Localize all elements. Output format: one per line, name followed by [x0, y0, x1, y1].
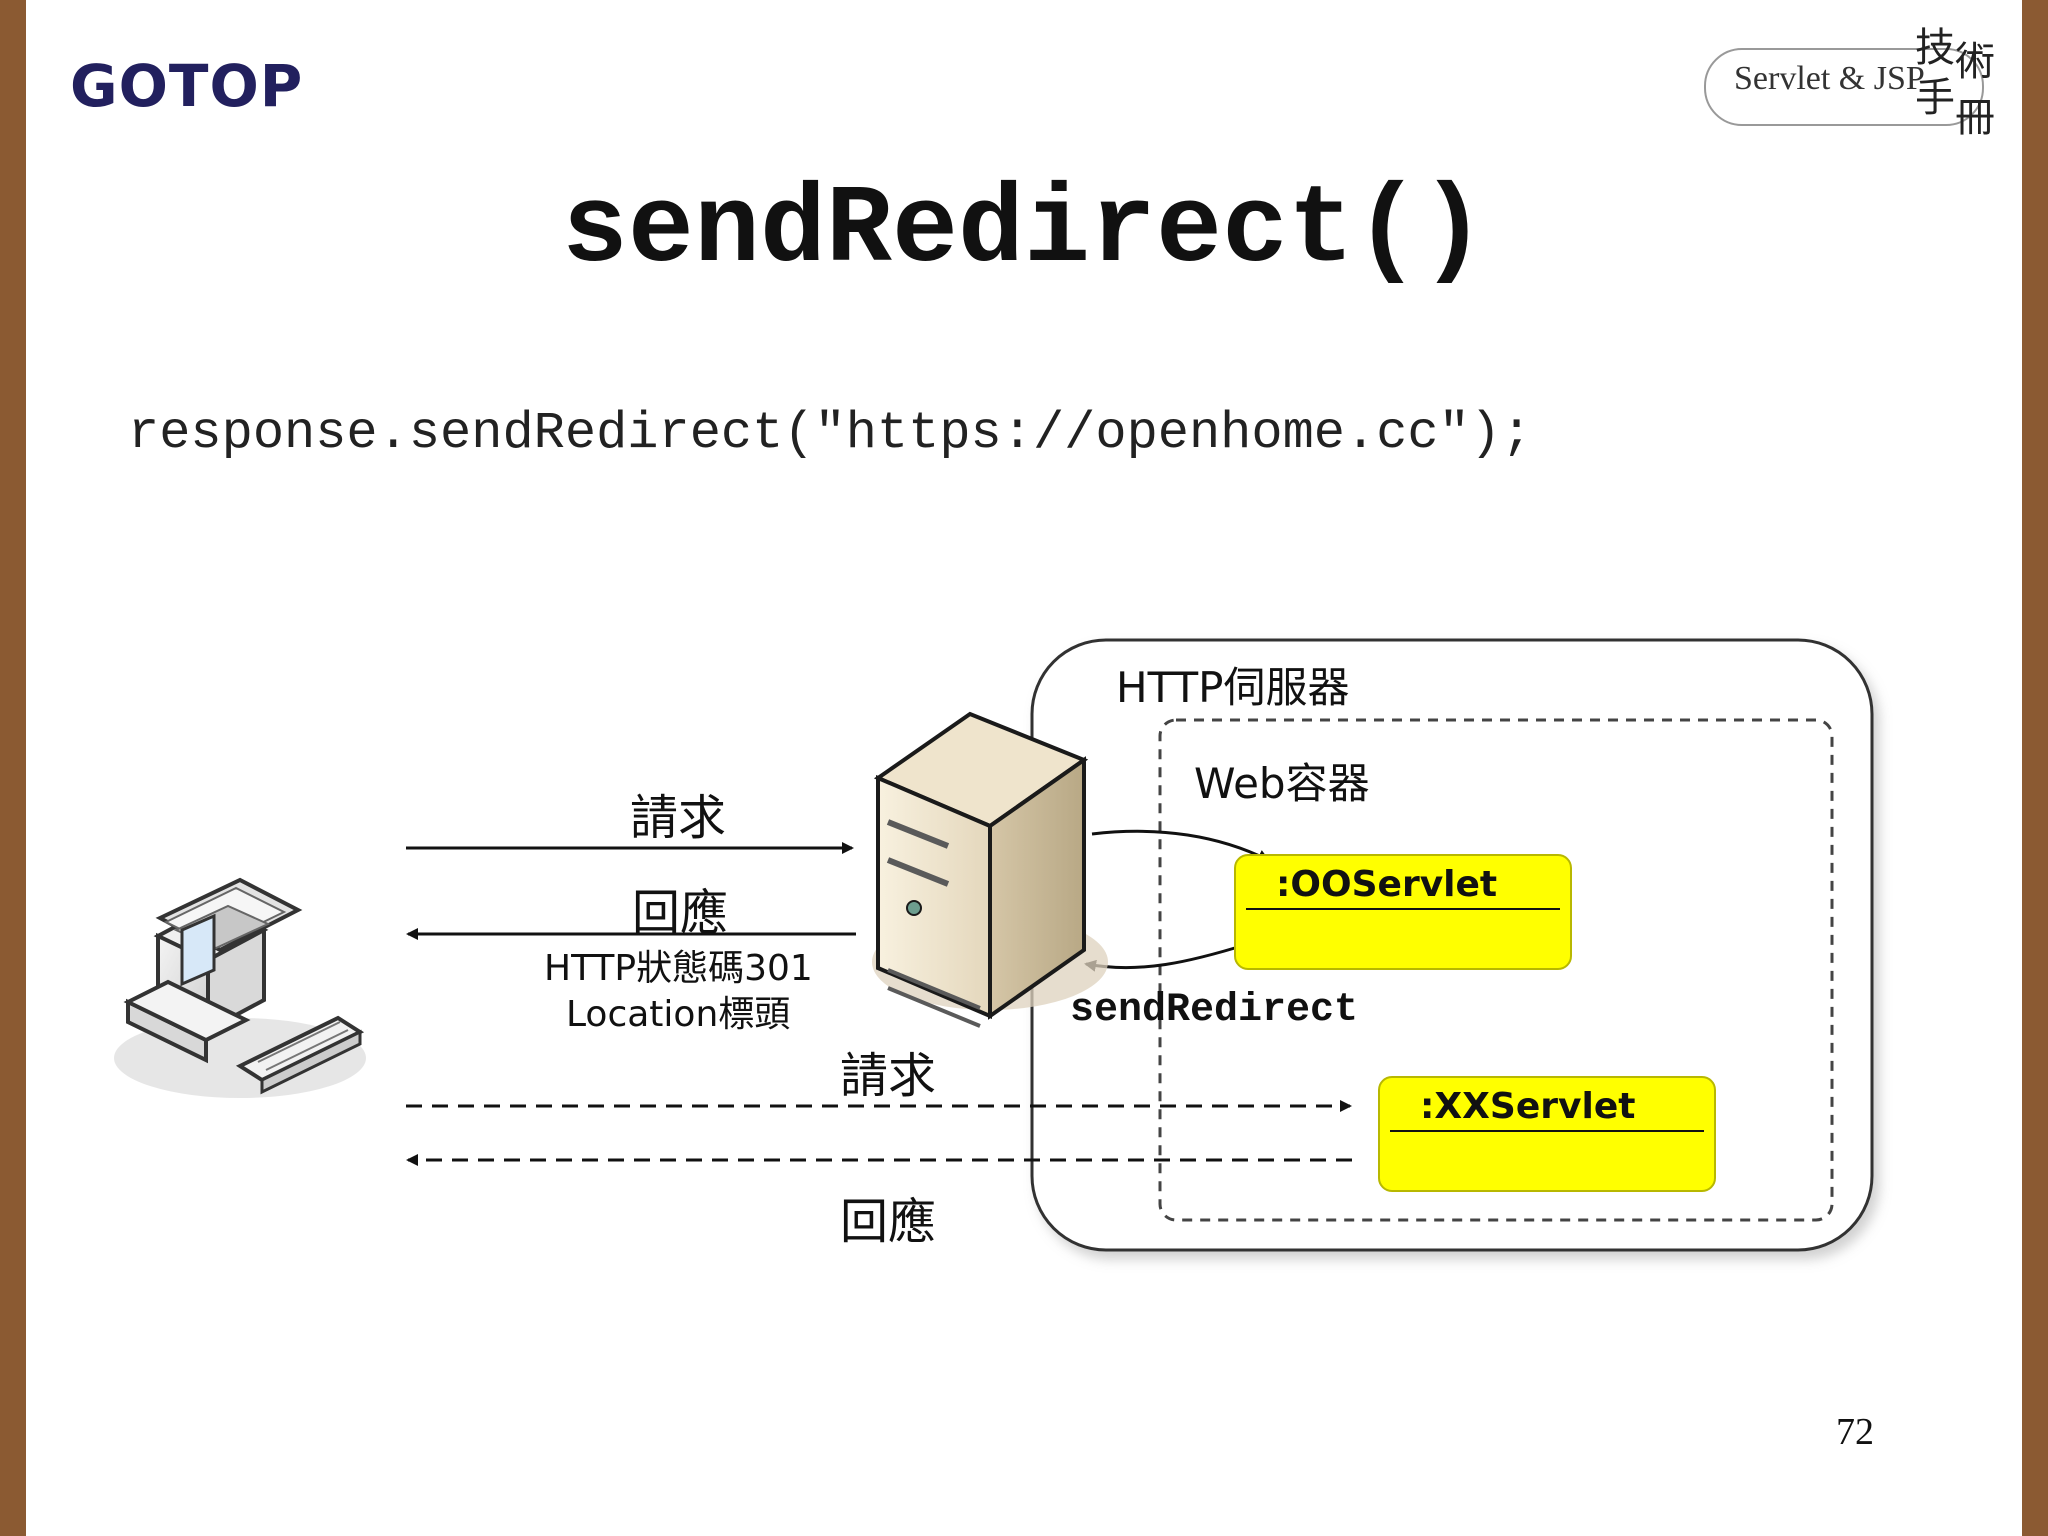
send-redirect-label: sendRedirect: [1070, 988, 1359, 1033]
page-number: 72: [1836, 1411, 1874, 1453]
book-badge: Servlet & JSP: [1704, 48, 1984, 126]
server-icon: [872, 711, 1108, 1028]
gotop-logo: GOTOP: [70, 52, 304, 120]
request-label-1: 請求: [630, 790, 727, 846]
status-label: HTTP狀態碼301: [544, 948, 813, 989]
location-label: Location標頭: [566, 994, 791, 1035]
book-glyph-4: 冊: [1955, 95, 1995, 141]
code-line: response.sendRedirect("https://openhome.…: [128, 404, 1533, 463]
oo-servlet-separator: [1246, 908, 1560, 910]
http-server-label: HTTP伺服器: [1116, 663, 1350, 712]
left-frame-bar: [0, 0, 26, 1536]
book-label: Servlet & JSP: [1734, 60, 1925, 97]
book-glyph-3: 手: [1915, 75, 1955, 121]
web-container-label: Web容器: [1194, 759, 1370, 808]
book-glyph-1: 技: [1915, 25, 1955, 71]
xx-servlet-label: :XXServlet: [1420, 1086, 1636, 1127]
request-label-2: 請求: [840, 1048, 937, 1104]
oo-servlet-box: :OOServlet: [1234, 854, 1572, 970]
response-label-2: 回應: [840, 1194, 937, 1250]
response-label-1: 回應: [632, 885, 729, 941]
page-title: sendRedirect(): [561, 169, 1487, 294]
book-glyph-2: 術: [1955, 39, 1995, 85]
web-container-box: [1158, 718, 1834, 1222]
right-frame-bar: [2022, 0, 2048, 1536]
oo-servlet-label: :OOServlet: [1276, 864, 1498, 905]
forward-arrow: [1091, 829, 1270, 862]
xx-servlet-separator: [1390, 1130, 1704, 1132]
client-computer-icon: [114, 877, 366, 1098]
xx-servlet-box: :XXServlet: [1378, 1076, 1716, 1192]
